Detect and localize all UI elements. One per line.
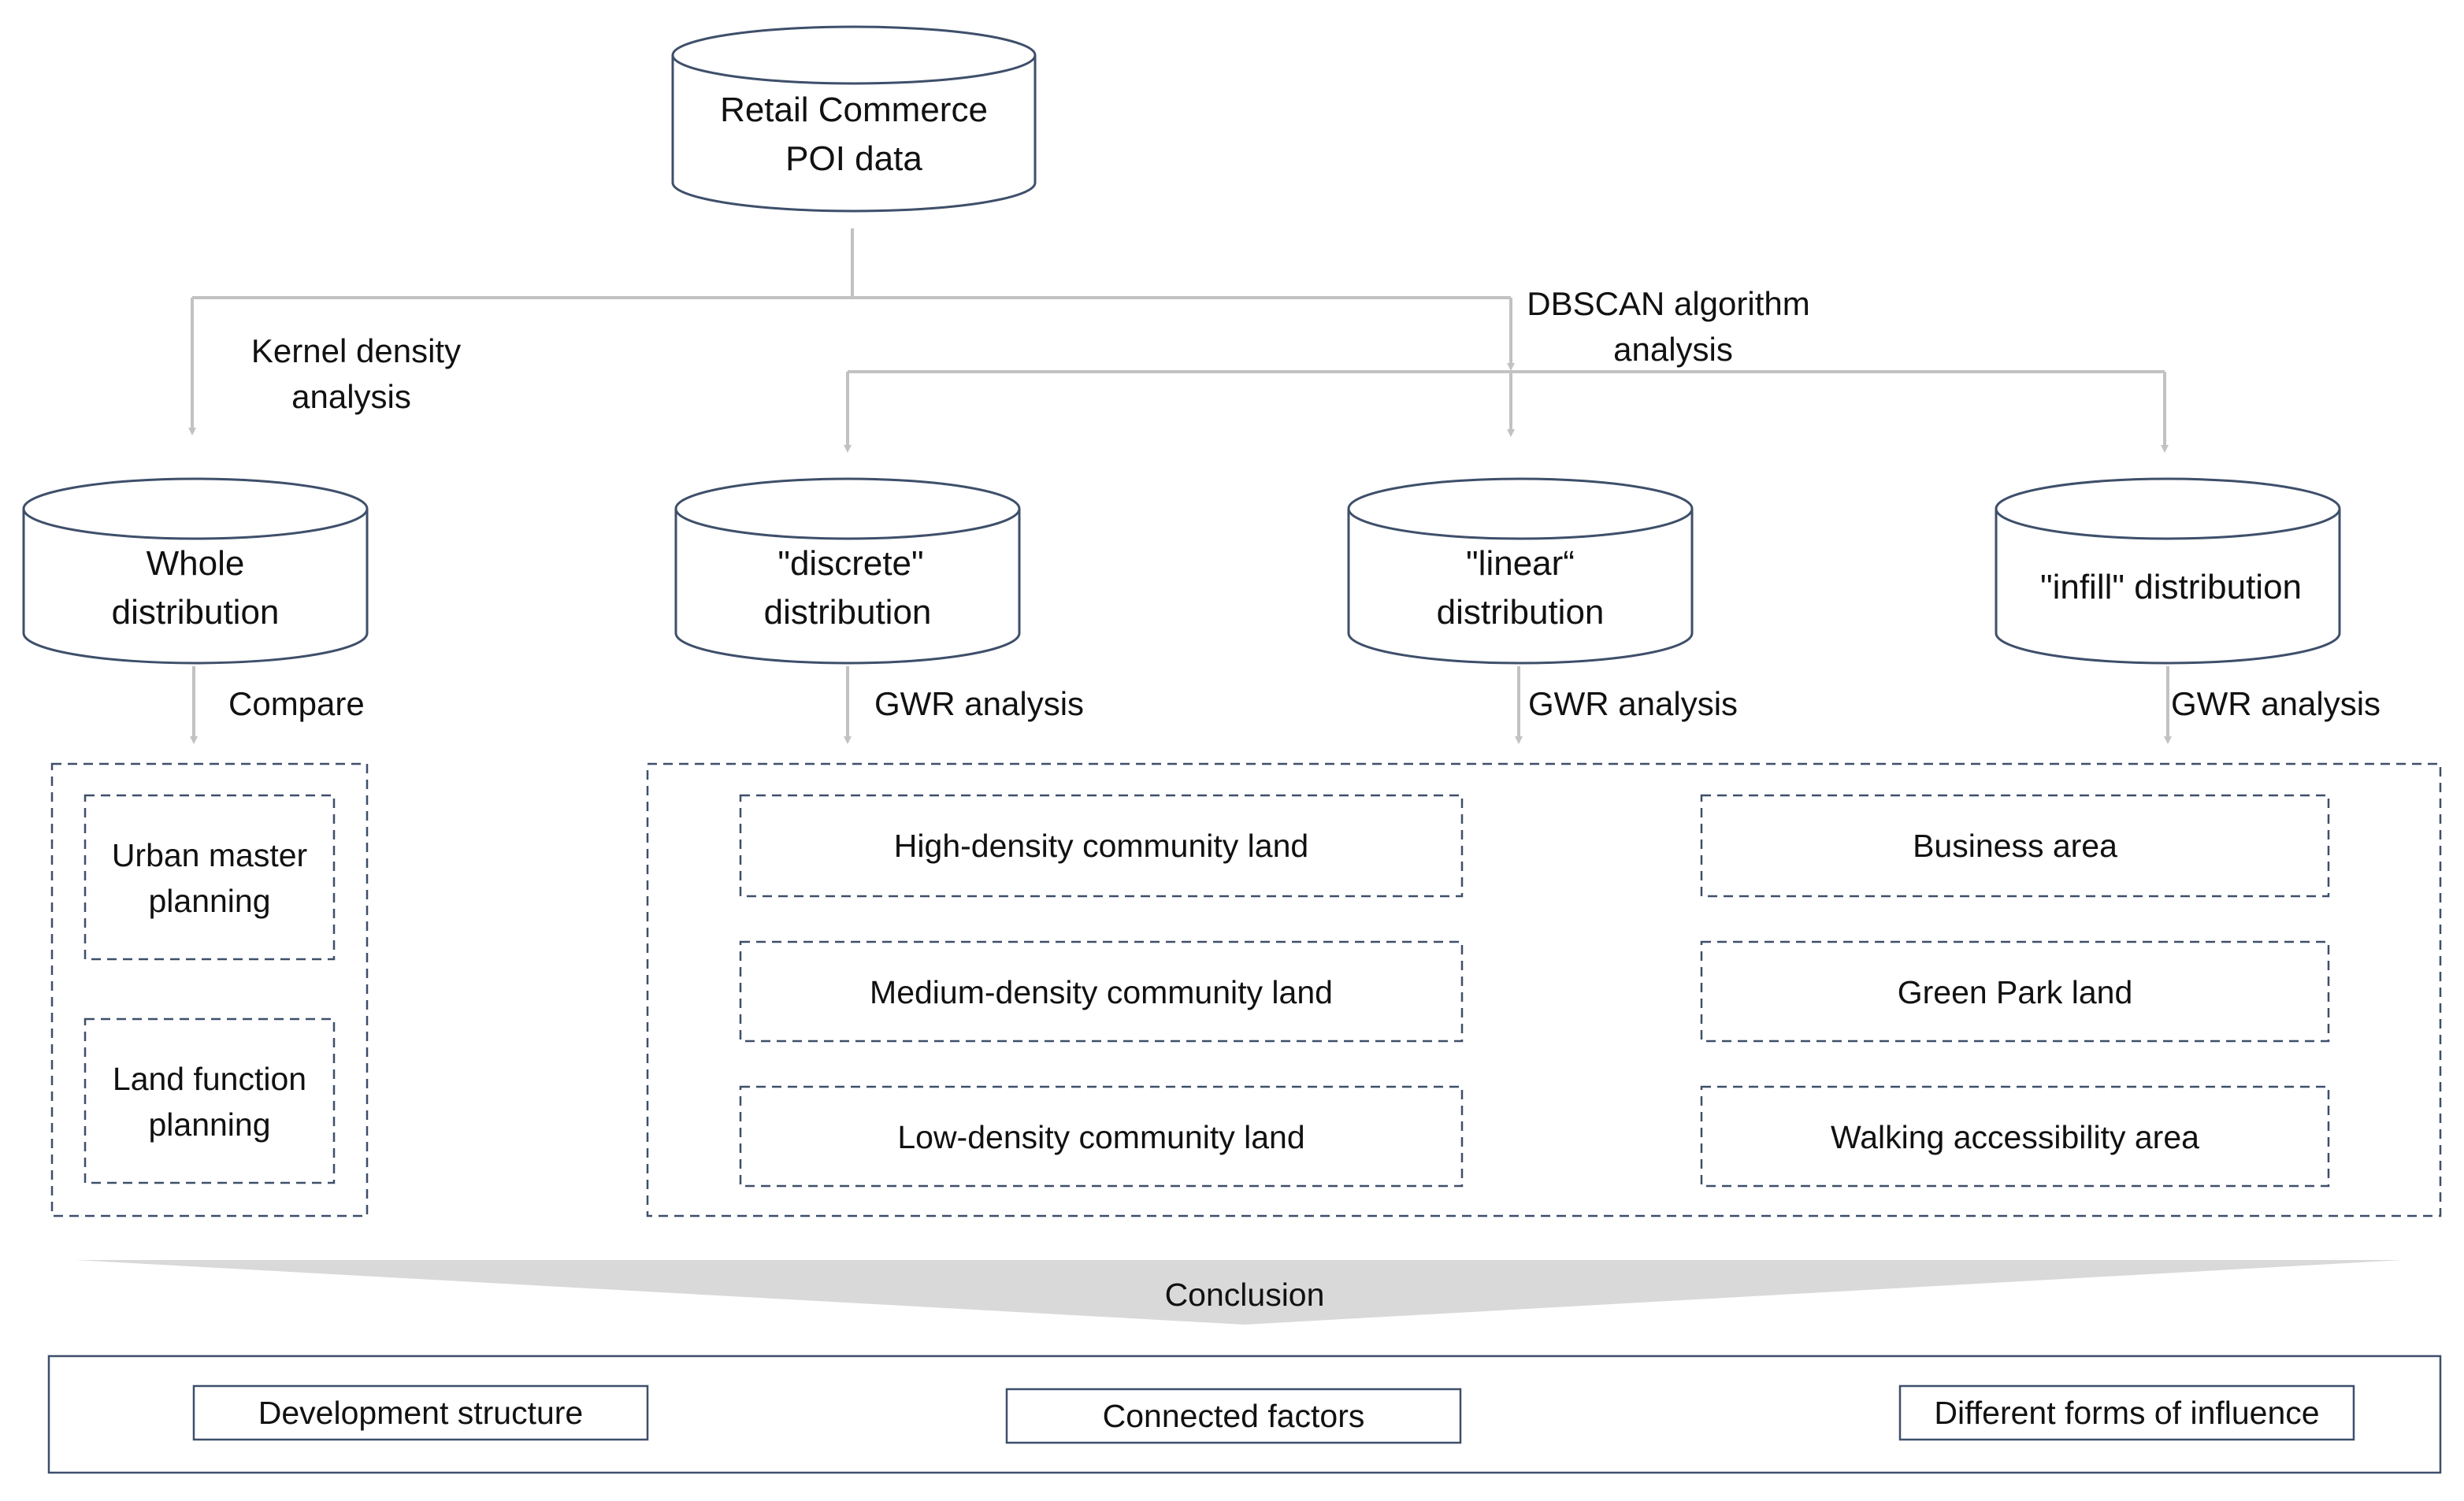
kernel-density-label-line2: analysis	[291, 378, 411, 415]
gwr-infill-label: GWR analysis	[2171, 685, 2381, 722]
development-structure-label: Development structure	[258, 1395, 583, 1431]
urban-line2: planning	[148, 883, 270, 919]
high-density-label: High-density community land	[894, 828, 1308, 864]
discrete-distribution-database: "discrete" distribution	[674, 477, 1021, 665]
discrete-line1: "discrete"	[777, 544, 923, 583]
linear-line2: distribution	[1437, 593, 1605, 632]
land-line2: planning	[148, 1106, 270, 1143]
kernel-density-label-line1: Kernel density	[251, 332, 461, 369]
development-structure-box: Development structure	[192, 1384, 649, 1441]
land-types-group-border	[646, 762, 2442, 1217]
high-density-box: High-density community land	[739, 794, 1464, 898]
walking-accessibility-box: Walking accessibility area	[1700, 1085, 2330, 1188]
low-density-box: Low-density community land	[739, 1085, 1464, 1188]
green-park-label: Green Park land	[1898, 974, 2133, 1010]
conclusion-label: Conclusion	[1165, 1277, 1325, 1313]
source-line2: POI data	[785, 139, 922, 178]
whole-line2: distribution	[112, 593, 280, 632]
urban-line1: Urban master	[112, 837, 307, 873]
land-line1: Land function	[113, 1061, 306, 1097]
connected-factors-label: Connected factors	[1103, 1398, 1365, 1434]
gwr-discrete-label: GWR analysis	[874, 685, 1084, 722]
connectors	[188, 228, 2172, 744]
different-forms-label: Different forms of influence	[1934, 1395, 2319, 1431]
linear-distribution-database: "linear“ distribution	[1347, 477, 1694, 665]
whole-line1: Whole	[147, 544, 245, 583]
source-line1: Retail Commerce	[720, 91, 988, 129]
conclusion-chevron	[76, 1260, 2403, 1325]
results-group: Development structure Connected factors …	[47, 1355, 2442, 1474]
land-types-group: High-density community land Medium-densi…	[646, 762, 2442, 1217]
compare-label: Compare	[228, 685, 365, 722]
dbscan-label-line2: analysis	[1613, 331, 1733, 368]
linear-line1: "linear“	[1466, 544, 1575, 583]
conclusion-banner: Conclusion	[76, 1260, 2403, 1325]
medium-density-box: Medium-density community land	[739, 940, 1464, 1043]
low-density-label: Low-density community land	[897, 1119, 1304, 1155]
dbscan-label-line1: DBSCAN algorithm	[1527, 285, 1809, 322]
business-area-box: Business area	[1700, 794, 2330, 898]
source-database: Retail Commerce POI data	[671, 25, 1037, 213]
urban-master-planning-box: Urban master planning	[83, 794, 336, 961]
walking-accessibility-label: Walking accessibility area	[1831, 1119, 2199, 1155]
infill-distribution-database: "infill" distribution	[1995, 477, 2341, 665]
planning-group: Urban master planning Land function plan…	[50, 762, 369, 1217]
green-park-box: Green Park land	[1700, 940, 2330, 1043]
business-area-label: Business area	[1913, 828, 2117, 864]
connected-factors-box: Connected factors	[1005, 1388, 1462, 1444]
medium-density-label: Medium-density community land	[870, 974, 1333, 1010]
gwr-linear-label: GWR analysis	[1528, 685, 1738, 722]
land-function-planning-box: Land function planning	[83, 1017, 336, 1184]
different-forms-box: Different forms of influence	[1898, 1384, 2355, 1441]
whole-distribution-database: Whole distribution	[22, 477, 369, 665]
infill-line1: "infill" distribution	[2040, 568, 2302, 606]
planning-group-border	[50, 762, 369, 1217]
discrete-line2: distribution	[764, 593, 932, 632]
